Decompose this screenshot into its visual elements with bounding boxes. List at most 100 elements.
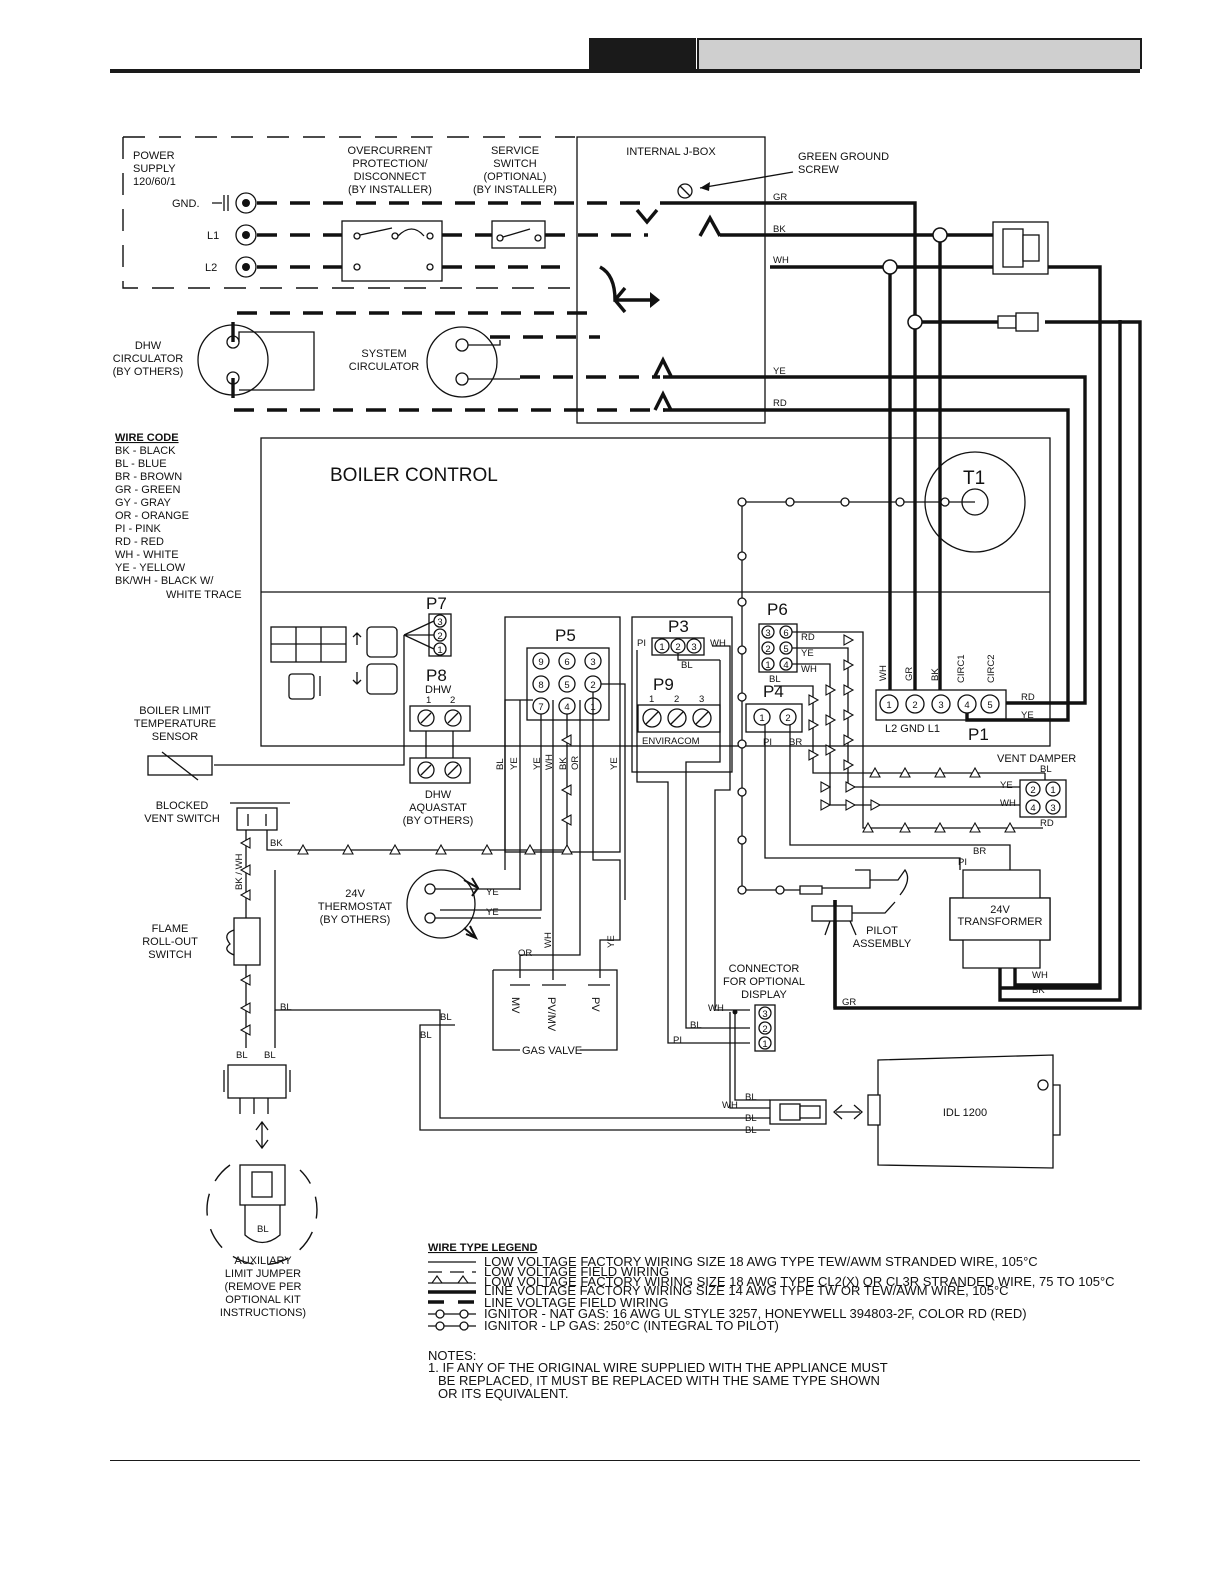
wire-type-legend: WIRE TYPE LEGEND LOW VOLTAGE FACTORY WIR… (428, 1242, 1115, 1333)
svg-text:BL: BL (745, 1125, 757, 1136)
wire-marker (1004, 821, 1016, 833)
svg-text:3: 3 (762, 1009, 767, 1020)
wire-marker (843, 734, 855, 746)
svg-text:BL: BL (690, 1020, 702, 1031)
svg-text:BL: BL (745, 1092, 757, 1103)
svg-text:SERVICE: SERVICE (491, 145, 539, 157)
wire-marker (389, 843, 401, 855)
svg-text:LINE VOLTAGE FACTORY WIRING SI: LINE VOLTAGE FACTORY WIRING SIZE 14 AWG … (484, 1283, 1009, 1298)
svg-text:INSTRUCTIONS): INSTRUCTIONS) (220, 1307, 306, 1319)
svg-text:P5: P5 (555, 626, 576, 645)
svg-text:WHITE TRACE: WHITE TRACE (166, 589, 242, 601)
svg-text:2: 2 (675, 642, 680, 653)
svg-text:ROLL-OUT: ROLL-OUT (142, 936, 198, 948)
wire-marker (899, 821, 911, 833)
svg-text:2: 2 (590, 680, 595, 691)
wire-marker (239, 864, 251, 876)
svg-text:BL: BL (440, 1012, 452, 1023)
svg-text:1: 1 (1050, 785, 1055, 796)
svg-text:1: 1 (426, 695, 431, 706)
wire-marker (297, 843, 309, 855)
svg-text:BL: BL (1040, 764, 1052, 775)
svg-text:CIRCULATOR: CIRCULATOR (113, 353, 184, 365)
svg-text:BK/WH - BLACK W/: BK/WH - BLACK W/ (115, 575, 214, 587)
dhw-circulator: DHW CIRCULATOR (BY OTHERS) (113, 324, 315, 396)
svg-text:WH: WH (708, 1003, 724, 1014)
svg-text:6: 6 (783, 628, 788, 639)
wire-marker (845, 799, 857, 811)
svg-text:BOILER CONTROL: BOILER CONTROL (330, 465, 498, 486)
svg-text:BL: BL (280, 1002, 292, 1013)
svg-text:WH: WH (1032, 970, 1048, 981)
svg-text:2: 2 (765, 644, 770, 655)
svg-text:BK: BK (1032, 985, 1045, 996)
svg-text:GR - GREEN: GR - GREEN (115, 484, 180, 496)
svg-text:YE: YE (486, 887, 499, 898)
svg-text:VENT DAMPER: VENT DAMPER (997, 753, 1076, 765)
wire-marker (899, 766, 911, 778)
wire-marker (862, 821, 874, 833)
wire-marker (934, 821, 946, 833)
wire-marker (239, 1024, 251, 1036)
connector-p4: P4 1 2 PI BR (745, 682, 803, 748)
svg-text:AUXILIARY: AUXILIARY (234, 1255, 292, 1267)
notes: NOTES: 1. IF ANY OF THE ORIGINAL WIRE SU… (428, 1348, 888, 1401)
svg-text:BLOCKED: BLOCKED (156, 800, 209, 812)
svg-text:PI: PI (958, 857, 967, 868)
svg-text:YE: YE (532, 757, 543, 770)
svg-text:24V: 24V (990, 904, 1010, 916)
svg-text:L2: L2 (205, 262, 217, 274)
svg-text:ENVIRACOM: ENVIRACOM (642, 736, 700, 747)
svg-text:SWITCH: SWITCH (493, 158, 536, 170)
svg-text:3: 3 (765, 628, 770, 639)
svg-text:LOW VOLTAGE FACTORY WIRING SIZ: LOW VOLTAGE FACTORY WIRING SIZE 18 AWG T… (484, 1254, 1038, 1269)
wire-marker (969, 821, 981, 833)
wire-marker (869, 766, 881, 778)
svg-text:8: 8 (538, 680, 543, 691)
svg-text:BL: BL (257, 1224, 269, 1235)
svg-text:BL: BL (745, 1113, 757, 1124)
svg-text:BK / WH: BK / WH (234, 853, 245, 890)
svg-text:YE: YE (606, 935, 617, 948)
svg-text:P3: P3 (668, 617, 689, 636)
svg-text:SENSOR: SENSOR (152, 731, 199, 743)
ignitor-wire (737, 497, 950, 895)
svg-text:PV: PV (589, 997, 601, 1012)
svg-text:SYSTEM: SYSTEM (361, 348, 406, 360)
svg-text:OPTIONAL KIT: OPTIONAL KIT (225, 1294, 301, 1306)
svg-text:GR: GR (773, 192, 787, 203)
svg-text:P1: P1 (968, 725, 989, 744)
svg-text:GREEN GROUND: GREEN GROUND (798, 151, 889, 163)
svg-text:(BY OTHERS): (BY OTHERS) (403, 815, 474, 827)
overcurrent-protection: OVERCURRENT PROTECTION/ DISCONNECT (BY I… (341, 145, 443, 282)
svg-text:RD: RD (773, 398, 787, 409)
svg-text:YE: YE (486, 907, 499, 918)
svg-text:(BY OTHERS): (BY OTHERS) (320, 914, 391, 926)
svg-text:WIRE CODE: WIRE CODE (115, 432, 179, 444)
svg-text:1: 1 (437, 645, 442, 656)
svg-text:YE - YELLOW: YE - YELLOW (115, 562, 186, 574)
svg-text:YE: YE (1000, 780, 1013, 791)
svg-text:PI: PI (763, 737, 772, 748)
svg-text:YE: YE (801, 648, 814, 659)
svg-text:NOTES:: NOTES: (428, 1348, 476, 1363)
svg-text:BK: BK (930, 668, 941, 681)
header-rule (110, 69, 1140, 73)
line-plug-connector (992, 221, 1049, 332)
svg-text:YE: YE (1021, 710, 1034, 721)
wire-marker (560, 814, 572, 826)
svg-text:AQUASTAT: AQUASTAT (409, 802, 467, 814)
connector-p1: 1 2 3 4 5 WH GR BK CIRC1 CIRC2 L2 GND L1… (875, 654, 1035, 744)
system-circulator: SYSTEM CIRCULATOR (349, 326, 520, 398)
svg-text:1. IF ANY OF THE ORIGINAL WIRE: 1. IF ANY OF THE ORIGINAL WIRE SUPPLIED … (428, 1360, 888, 1375)
svg-text:PV/MV: PV/MV (545, 997, 557, 1032)
svg-text:1: 1 (759, 713, 764, 724)
boiler-limit-sensor: BOILER LIMIT TEMPERATURE SENSOR (134, 705, 216, 781)
svg-text:INTERNAL J-BOX: INTERNAL J-BOX (626, 146, 716, 158)
svg-text:P7: P7 (426, 594, 447, 613)
svg-text:YE: YE (773, 366, 786, 377)
svg-text:YE: YE (509, 757, 520, 770)
svg-text:BL: BL (264, 1050, 276, 1061)
svg-text:7: 7 (538, 702, 543, 713)
footer-rule (110, 1460, 1140, 1461)
